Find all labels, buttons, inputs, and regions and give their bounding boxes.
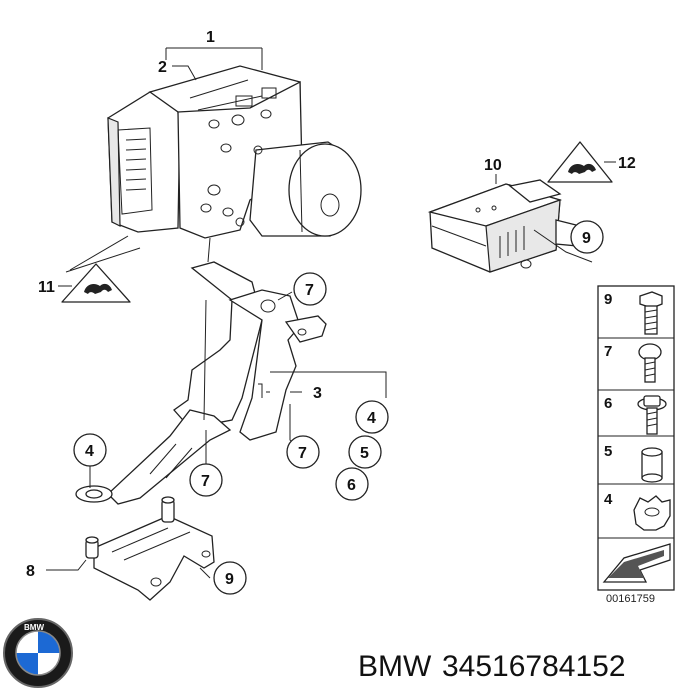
callout-4-circle: 4 [73, 433, 107, 467]
callout-8: 8 [26, 563, 35, 580]
svg-text:9: 9 [225, 571, 234, 588]
callout-7-circle: 7 [189, 463, 223, 497]
svg-text:7: 7 [305, 282, 314, 299]
legend-item-label: 7 [604, 343, 612, 360]
callout-3: 3 [313, 385, 322, 402]
legend-item-label: 5 [604, 443, 612, 460]
sleeve-icon [641, 447, 663, 483]
callout-11: 11 [38, 279, 55, 296]
callout-6-circle: 6 [335, 467, 369, 501]
svg-text:4: 4 [367, 410, 376, 427]
legend-item-label: 9 [604, 291, 612, 308]
warning-triangle-icon [61, 263, 131, 303]
callout-9-circle: 9 [213, 561, 247, 595]
brand-name: BMW [358, 650, 432, 683]
reference-number: 00161759 [606, 593, 655, 605]
svg-text:6: 6 [347, 477, 356, 494]
legend-item-label: 6 [604, 395, 612, 412]
callout-9-circle: 9 [570, 220, 604, 254]
hardware-legend: 9 7 6 5 4 [597, 285, 675, 605]
callout-7-circle: 7 [293, 272, 327, 306]
flange-screw-icon [637, 395, 667, 435]
callout-1: 1 [206, 29, 215, 46]
bolt-icon [639, 291, 663, 335]
svg-text:5: 5 [360, 445, 369, 462]
legend-item-label: 4 [604, 491, 613, 508]
part-number: 34516784152 [442, 650, 626, 683]
screw-icon [638, 343, 662, 383]
leader-lines [46, 47, 616, 579]
callout-12: 12 [618, 155, 636, 172]
bmw-logo: BMW [3, 618, 73, 688]
warning-triangle-icon [547, 141, 613, 183]
callout-10: 10 [484, 157, 502, 174]
callout-labels: 1 2 11 10 12 9 7 3 4 7 5 6 [26, 29, 636, 595]
callout-5-circle: 5 [348, 435, 382, 469]
rubber-mount-icon [633, 495, 671, 531]
callout-4-circle: 4 [355, 400, 389, 434]
callout-7-circle: 7 [286, 435, 320, 469]
svg-text:7: 7 [201, 473, 210, 490]
yaw-rate-sensor [427, 179, 581, 273]
mounting-bracket [107, 237, 327, 505]
svg-text:BMW: BMW [24, 623, 44, 632]
svg-text:9: 9 [582, 230, 591, 247]
svg-text:4: 4 [85, 443, 94, 460]
arrow-icon [602, 543, 671, 583]
svg-text:7: 7 [298, 445, 307, 462]
callout-2: 2 [158, 59, 167, 76]
abs-hydraulic-unit [107, 65, 362, 239]
lower-bracket-plate [75, 485, 215, 601]
